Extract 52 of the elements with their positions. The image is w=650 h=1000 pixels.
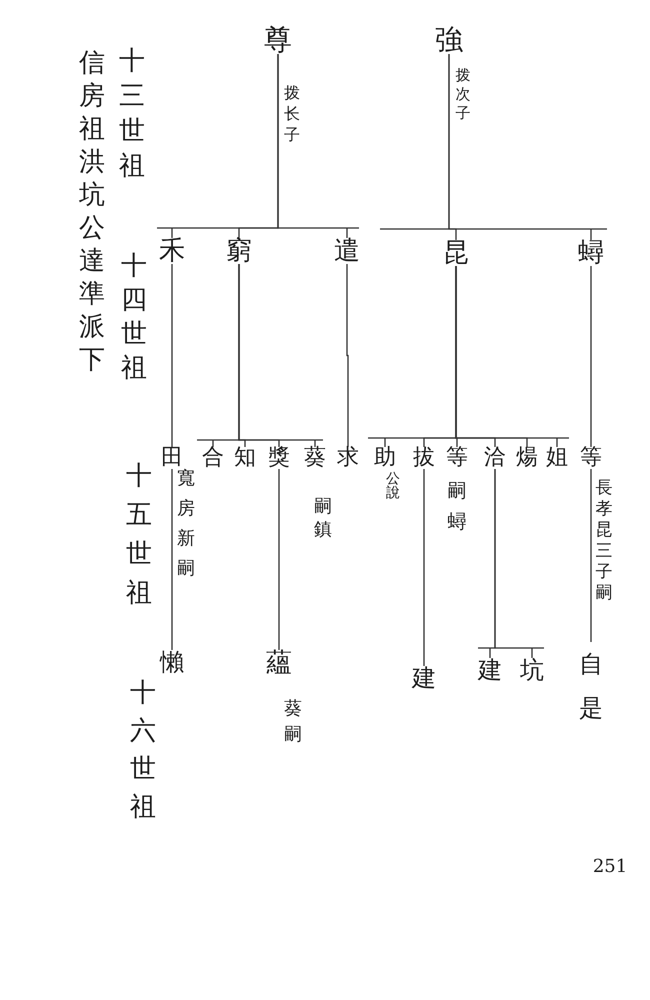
family-line — [448, 53, 608, 241]
person-name: 遣 — [334, 238, 360, 264]
person-name: 煬 — [516, 447, 538, 469]
family-line — [278, 469, 280, 650]
generation-label: 十六世祖 — [129, 677, 157, 824]
page-number: 251 — [592, 858, 628, 876]
person-name: 求 — [337, 447, 359, 469]
person-name: 昆 — [443, 240, 469, 266]
person-name: 拔 — [413, 447, 435, 469]
family-line — [590, 469, 592, 642]
person-name: 等 — [580, 447, 602, 469]
person-name: 知 — [234, 447, 256, 469]
person-name: 蘊 — [266, 650, 292, 676]
person-name: 姐 — [546, 447, 568, 469]
person-name: 獎 — [268, 447, 290, 469]
person-name: 建 — [478, 658, 502, 682]
generation-label: 十四世祖 — [120, 250, 148, 385]
family-line — [346, 264, 349, 447]
person-name: 葵 — [304, 447, 326, 469]
family-line — [171, 469, 173, 650]
family-line — [455, 265, 570, 448]
heading: 信房祖洪坑公達準派下 — [78, 46, 106, 376]
person-name: 懶 — [160, 650, 184, 674]
family-line — [277, 53, 360, 239]
annotation-note: 葵嗣 — [283, 697, 303, 747]
family-line — [423, 469, 425, 666]
annotation-note: 公說 — [385, 472, 401, 500]
family-line — [238, 263, 324, 448]
generation-label: 十三世祖 — [118, 44, 146, 182]
person-name: 建 — [412, 666, 436, 690]
family-line — [590, 266, 592, 447]
person-name: 禾 — [159, 238, 185, 264]
person-name: 等 — [446, 447, 468, 469]
person-name: 田 — [161, 447, 183, 469]
person-name: 坑 — [520, 658, 544, 682]
annotation-note: 拨次子 — [454, 66, 472, 123]
family-line — [171, 264, 173, 447]
person-name: 強 — [435, 26, 463, 54]
person-name: 合 — [202, 447, 224, 469]
person-name: 自是 — [578, 642, 604, 730]
annotation-note: 寬房新嗣 — [176, 467, 196, 581]
person-name: 窮 — [226, 238, 252, 264]
annotation-note: 嗣蟳 — [446, 479, 468, 535]
generation-label: 十五世祖 — [125, 460, 153, 610]
annotation-note: 嗣鎮 — [313, 494, 333, 540]
person-name: 洽 — [484, 447, 506, 469]
family-line — [494, 468, 545, 659]
person-name: 助 — [374, 447, 396, 469]
annotation-note: 拨长子 — [283, 82, 301, 144]
person-name: 尊 — [264, 26, 292, 54]
annotation-note: 長孝昆三子嗣 — [594, 478, 614, 604]
person-name: 蟳 — [578, 240, 604, 266]
